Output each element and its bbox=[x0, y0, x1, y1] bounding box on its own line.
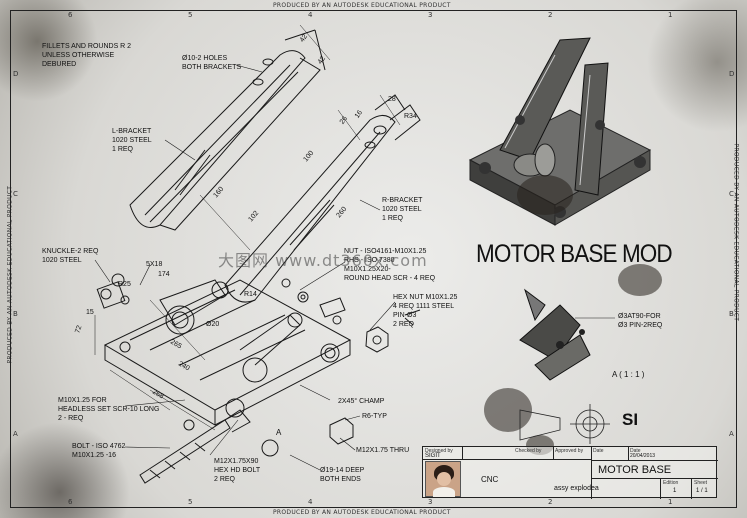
designer-avatar bbox=[425, 461, 461, 497]
dim-r34: R34 bbox=[404, 113, 417, 120]
dim-r14: R14 bbox=[244, 291, 257, 298]
general-note: FILLETS AND ROUNDS R 2 UNLESS OTHERWISE … bbox=[42, 43, 132, 68]
leader-lines bbox=[94, 64, 615, 471]
zone-left-c: C bbox=[13, 190, 18, 198]
thread-note: M12X1.75 THRU bbox=[356, 447, 410, 454]
holes-note: Ø10-2 HOLES BOTH BRACKETS bbox=[182, 55, 242, 71]
date-label-2: Date bbox=[630, 448, 641, 454]
sheet-label: Sheet bbox=[694, 480, 708, 486]
checked-by-label: Checked by bbox=[515, 448, 542, 454]
title-block: Designed by SIGIT Checked by Approved by… bbox=[422, 446, 718, 499]
zone-bottom-5: 5 bbox=[188, 498, 193, 506]
long-bolt-drawing bbox=[139, 409, 251, 484]
view-label: A bbox=[276, 428, 282, 437]
company-name: CNC bbox=[481, 475, 499, 484]
zone-top-1: 1 bbox=[668, 11, 673, 19]
designed-by-value: SIGIT bbox=[425, 453, 441, 459]
fasteners-drawing bbox=[183, 278, 421, 457]
zone-right-b: B bbox=[729, 310, 734, 318]
zone-left-a: A bbox=[13, 430, 18, 438]
dim-15: 15 bbox=[86, 309, 94, 316]
drawing-frame bbox=[10, 10, 737, 508]
edition-value: 1 bbox=[673, 488, 677, 494]
border-top-text: PRODUCED BY AN AUTODESK EDUCATIONAL PROD… bbox=[273, 2, 451, 9]
hex-nut-note: HEX NUT M10X1.25 4 REQ 1111 STEEL PIN-Ø3… bbox=[393, 294, 458, 328]
edition-label: Edition bbox=[663, 480, 679, 486]
zone-left-b: B bbox=[13, 310, 18, 318]
l-bracket-note: L-BRACKET 1020 STEEL 1 REQ bbox=[112, 128, 152, 153]
zone-right-c: C bbox=[729, 190, 734, 198]
dim-174: 174 bbox=[158, 271, 170, 278]
zone-top-3: 3 bbox=[428, 11, 433, 19]
headless-set-screw-note: M10X1.25 FOR HEADLESS SET SCR-10 LONG 2 … bbox=[58, 397, 160, 422]
zone-top-2: 2 bbox=[548, 11, 553, 19]
date-label: Date bbox=[593, 448, 604, 454]
base-frame-drawing bbox=[103, 279, 352, 426]
approved-by-label: Approved by bbox=[555, 448, 584, 454]
dim-5x18: 5x18 bbox=[146, 261, 163, 268]
knuckle-note: KNUCKLE-2 REQ 1020 STEEL bbox=[42, 248, 99, 264]
hex-bolt-note: M12X1.75X90 HEX HD BOLT 2 REQ bbox=[214, 458, 261, 483]
sheet-value: 1 / 1 bbox=[696, 488, 708, 494]
part-title: MOTOR BASE bbox=[598, 464, 672, 476]
date-value: 20/04/2013 bbox=[630, 453, 656, 459]
projection-symbol bbox=[519, 404, 610, 444]
drawing-title: MOTOR BASE MOD bbox=[476, 240, 673, 268]
zone-bottom-2: 2 bbox=[548, 498, 553, 506]
bolt-note: BOLT - ISO 4762 M10X1.25 -16 bbox=[72, 443, 126, 459]
nut-note: NUT - ISO4161-M10X1.25 RHS - ISO 7380 M1… bbox=[344, 248, 436, 282]
designed-by-label: Designed by bbox=[425, 448, 453, 454]
part-subtitle: assy explodea bbox=[554, 485, 599, 492]
zone-left-d: D bbox=[13, 70, 19, 78]
assembly-render bbox=[468, 37, 652, 226]
detail-note: Ø3AT90-FOR Ø3 PIN-2REQ bbox=[618, 313, 663, 329]
chamfer-note: 2X45° CHAMP bbox=[338, 398, 385, 405]
l-bracket-drawing bbox=[129, 29, 326, 231]
zone-bottom-3: 3 bbox=[428, 498, 433, 506]
zone-right-a: A bbox=[729, 430, 734, 438]
zone-top-6: 6 bbox=[68, 11, 73, 19]
dim-28: 28 bbox=[388, 96, 396, 103]
zone-right-d: D bbox=[729, 70, 735, 78]
zone-bottom-4: 4 bbox=[308, 498, 313, 506]
dim-phi20: Ø20 bbox=[206, 321, 220, 328]
dim-r25: R25 bbox=[118, 281, 131, 288]
watermark: 大图网 www.dt360x.com bbox=[218, 251, 428, 270]
ink-stains bbox=[484, 175, 662, 455]
detail-view-render bbox=[519, 288, 591, 381]
zone-top-5: 5 bbox=[188, 11, 193, 19]
border-bottom-text: PRODUCED BY AN AUTODESK EDUCATIONAL PROD… bbox=[273, 509, 451, 516]
r-bracket-drawing bbox=[224, 94, 421, 303]
deep-hole-note: Ø19-14 DEEP BOTH ENDS bbox=[320, 467, 365, 483]
dimension-lines bbox=[94, 24, 401, 431]
zone-bottom-6: 6 bbox=[68, 498, 73, 506]
zone-bottom-1: 1 bbox=[668, 498, 673, 506]
projection-label: SI bbox=[622, 410, 639, 429]
zone-top-4: 4 bbox=[308, 11, 313, 19]
r-bracket-note: R-BRACKET 1020 STEEL 1 REQ bbox=[382, 197, 423, 222]
detail-scale-label: A ( 1 : 1 ) bbox=[612, 370, 645, 379]
radius-note: R6-TYP bbox=[362, 413, 387, 420]
